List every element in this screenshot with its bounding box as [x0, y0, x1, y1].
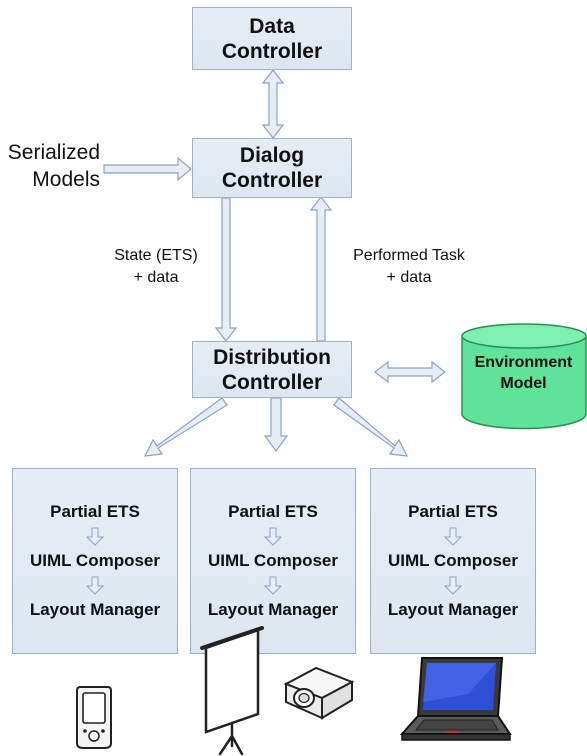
state-ets-line1: State (ETS): [114, 247, 198, 264]
distribution-controller-label-line2: Controller: [221, 370, 323, 394]
data-controller-box: Data Controller: [192, 7, 352, 70]
serialized-models-line2: Models: [32, 168, 100, 191]
down-arrow-icon: [86, 576, 104, 595]
pda-icon: [76, 686, 112, 749]
partial-ets-label: Partial ETS: [50, 502, 140, 521]
state-ets-label: State (ETS) + data: [100, 245, 212, 289]
performed-task-label: Performed Task + data: [333, 245, 485, 289]
laptop-icon: [399, 657, 512, 741]
distribution-middle-arrow: [263, 397, 289, 453]
uiml-composer-label: UIML Composer: [207, 551, 339, 570]
state-down-arrow: [214, 197, 238, 342]
layout-manager-label: Layout Manager: [207, 600, 339, 619]
dialog-controller-label-line2: Controller: [221, 169, 323, 192]
data-dialog-double-arrow: [261, 69, 285, 139]
data-controller-label-line2: Controller: [221, 39, 323, 63]
serialized-models-arrow: [103, 156, 192, 182]
distribution-right-arrow: [333, 397, 409, 457]
partial-ets-label: Partial ETS: [408, 502, 498, 521]
partial-ets-label: Partial ETS: [228, 502, 318, 521]
down-arrow-icon: [444, 576, 462, 595]
distribution-left-arrow: [143, 397, 228, 457]
environment-model-line2: Model: [500, 375, 547, 392]
environment-model-label: Environment Model: [460, 352, 587, 394]
layout-manager-label: Layout Manager: [387, 600, 519, 619]
distribution-environment-double-arrow: [374, 360, 446, 384]
environment-model-line1: Environment: [474, 354, 573, 371]
uiml-composer-label: UIML Composer: [29, 551, 161, 570]
projector-icon: [283, 666, 355, 720]
pipeline-box-projector: Partial ETS UIML Composer Layout Manager: [190, 468, 356, 654]
down-arrow-icon: [444, 527, 462, 546]
serialized-models-line1: Serialized: [7, 141, 100, 164]
state-ets-line2: + data: [133, 269, 179, 286]
down-arrow-icon: [264, 527, 282, 546]
down-arrow-icon: [264, 576, 282, 595]
data-controller-label-line1: Data: [249, 14, 295, 38]
distribution-controller-label-line1: Distribution: [213, 345, 331, 369]
pipeline-box-pda: Partial ETS UIML Composer Layout Manager: [12, 468, 178, 654]
dialog-controller-box: Dialog Controller: [192, 138, 352, 198]
dialog-controller-label-line1: Dialog: [239, 144, 305, 167]
performed-task-up-arrow: [309, 196, 333, 342]
pipeline-box-laptop: Partial ETS UIML Composer Layout Manager: [370, 468, 536, 654]
layout-manager-label: Layout Manager: [29, 600, 161, 619]
performed-task-line1: Performed Task: [353, 247, 465, 264]
projector-screen-icon: [200, 626, 264, 756]
distribution-controller-box: Distribution Controller: [192, 341, 352, 398]
down-arrow-icon: [86, 527, 104, 546]
serialized-models-label: Serialized Models: [4, 139, 100, 193]
performed-task-line2: + data: [386, 269, 432, 286]
environment-model-cylinder: [461, 323, 587, 430]
uiml-composer-label: UIML Composer: [387, 551, 519, 570]
